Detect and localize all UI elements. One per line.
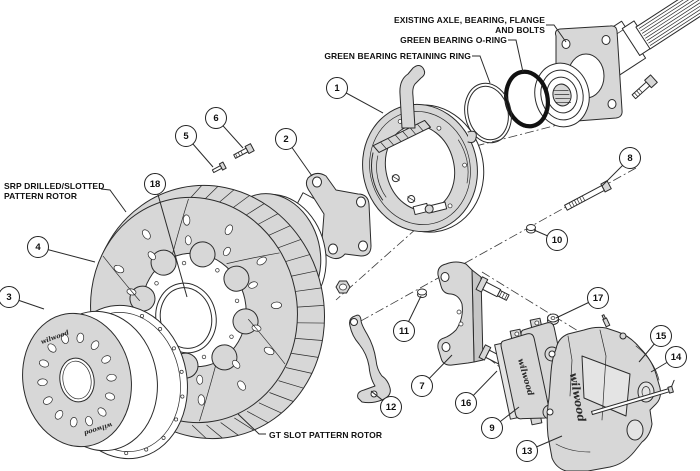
bearing-o-ring bbox=[504, 69, 550, 129]
callout-2: 2 bbox=[275, 128, 297, 150]
hat-bolt bbox=[233, 143, 255, 159]
mount-bolt bbox=[564, 180, 612, 211]
label-existing-axle: EXISTING AXLE, BEARING, FLANGE AND BOLTS bbox=[394, 15, 545, 35]
backing-plate-assembly bbox=[362, 65, 485, 233]
callout-14: 14 bbox=[665, 346, 687, 368]
callout-4: 4 bbox=[27, 236, 49, 258]
pad-retainer-pin bbox=[591, 379, 675, 416]
rotor-hat: wilwood wilwood bbox=[22, 304, 188, 460]
flange-bolt bbox=[631, 74, 658, 100]
bearing-retaining-ring bbox=[464, 82, 512, 144]
callout-7: 7 bbox=[411, 375, 433, 397]
callout-8: 8 bbox=[619, 147, 641, 169]
cable-bracket-tab bbox=[399, 65, 426, 129]
callout-3: 3 bbox=[0, 286, 20, 308]
callout-13: 13 bbox=[516, 440, 538, 462]
callout-16: 16 bbox=[455, 392, 477, 414]
callout-10: 10 bbox=[546, 229, 568, 251]
callout-17: 17 bbox=[587, 287, 609, 309]
bleed-screw bbox=[601, 314, 611, 328]
callout-15: 15 bbox=[650, 325, 672, 347]
label-gt-rotor: GT SLOT PATTERN ROTOR bbox=[269, 430, 383, 440]
washer-11 bbox=[417, 288, 427, 298]
callout-12: 12 bbox=[380, 396, 402, 418]
callout-5: 5 bbox=[175, 125, 197, 147]
axle-assembly bbox=[534, 0, 700, 128]
callout-18: 18 bbox=[144, 173, 166, 195]
label-srp-rotor: SRP DRILLED/SLOTTED PATTERN ROTOR bbox=[4, 181, 105, 201]
callout-1: 1 bbox=[326, 77, 348, 99]
axle-nut bbox=[335, 280, 351, 294]
axle-splines bbox=[635, 0, 700, 50]
washer-10 bbox=[526, 224, 536, 234]
label-leader-lines bbox=[100, 24, 567, 435]
callout-11: 11 bbox=[393, 320, 415, 342]
bracket-stud-top bbox=[475, 276, 510, 301]
label-green-bearing-retaining-ring: GREEN BEARING RETAINING RING bbox=[324, 51, 471, 61]
rotor-screw bbox=[211, 161, 227, 174]
label-green-bearing-o-ring: GREEN BEARING O-RING bbox=[400, 35, 507, 45]
callout-6: 6 bbox=[205, 107, 227, 129]
callout-9: 9 bbox=[481, 417, 503, 439]
caliper: wilwood bbox=[542, 314, 661, 471]
